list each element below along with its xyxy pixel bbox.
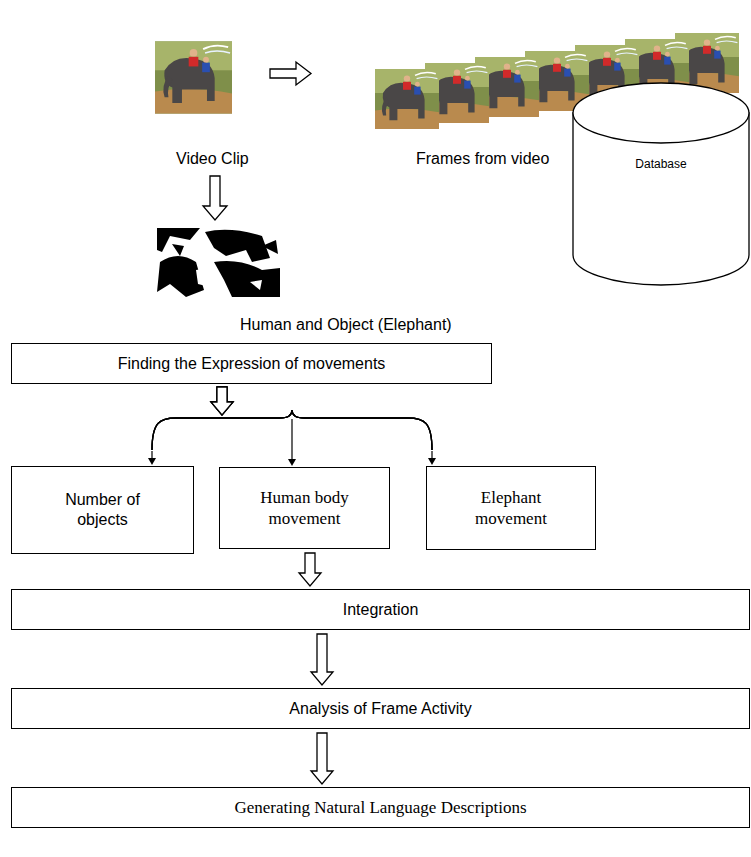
caption-label: Human and Object (Elephant) bbox=[240, 316, 452, 334]
video-thumbnail bbox=[155, 41, 232, 113]
box-text: Generating Natural Language Descriptions bbox=[234, 797, 526, 818]
process-box: Analysis of Frame Activity bbox=[11, 688, 750, 729]
drop-line bbox=[431, 451, 432, 459]
hollow-arrow bbox=[311, 733, 333, 784]
box-text: Finding the Expression of movements bbox=[118, 354, 386, 374]
stem-arrow bbox=[211, 387, 233, 415]
caption-label: Video Clip bbox=[176, 150, 249, 168]
arrow-head bbox=[428, 458, 436, 465]
flow-connector bbox=[311, 733, 333, 784]
box-text: Number of objects bbox=[43, 490, 163, 530]
box-text: Elephant movement bbox=[461, 487, 561, 530]
cylinder-outline bbox=[572, 82, 750, 286]
flow-connector bbox=[152, 387, 436, 465]
caption-label: Frames from video bbox=[416, 150, 549, 168]
flow-connector bbox=[152, 387, 432, 466]
stem-arrow bbox=[211, 387, 233, 415]
flow-arrow bbox=[203, 62, 311, 220]
process-box: Elephant movement bbox=[426, 466, 596, 550]
arrow-head bbox=[288, 459, 296, 466]
box-text: Integration bbox=[343, 600, 419, 620]
flow-connector bbox=[299, 553, 321, 586]
drop-line bbox=[291, 419, 292, 460]
process-box: Generating Natural Language Descriptions bbox=[11, 787, 750, 828]
box-text: Analysis of Frame Activity bbox=[289, 699, 471, 719]
process-box: Number of objects bbox=[11, 466, 194, 554]
arrow-head bbox=[148, 458, 156, 465]
process-box: Finding the Expression of movements bbox=[11, 343, 492, 384]
flow-connector bbox=[311, 634, 333, 685]
process-box: Human body movement bbox=[219, 467, 390, 549]
bw-silhouette bbox=[157, 228, 280, 297]
box-text: Database bbox=[635, 157, 686, 172]
hollow-arrow bbox=[311, 634, 333, 685]
drop-line bbox=[151, 451, 152, 459]
stem-arrow bbox=[211, 387, 233, 415]
database-cylinder: Database bbox=[572, 82, 750, 286]
box-text: Human body movement bbox=[245, 487, 365, 530]
hollow-arrow bbox=[299, 553, 321, 586]
process-box: Integration bbox=[11, 589, 750, 630]
flow-connector bbox=[148, 387, 432, 465]
brace bbox=[152, 410, 432, 450]
